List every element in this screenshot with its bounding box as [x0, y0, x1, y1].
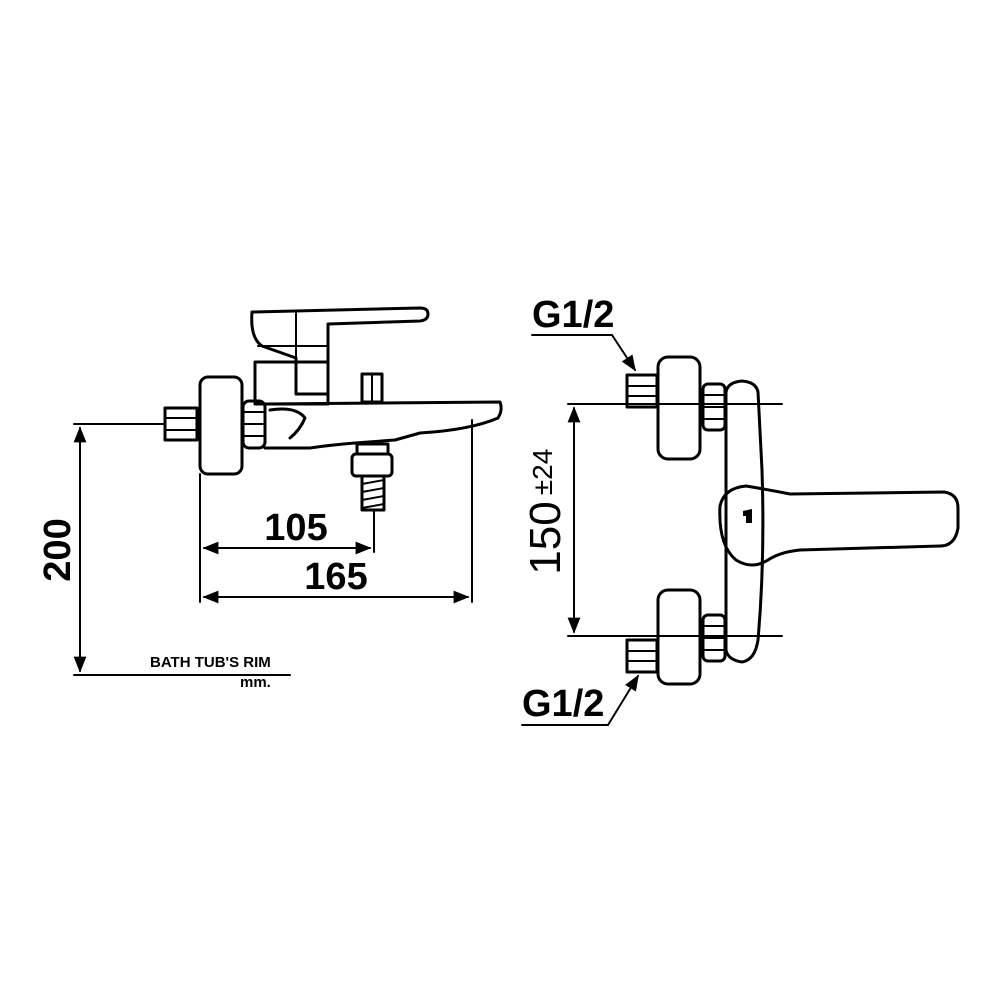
thread-lines — [361, 479, 385, 509]
thread-callout-top: G1/2 — [531, 294, 636, 372]
thread-callout-bottom: G1/2 — [521, 674, 639, 726]
top-flange — [656, 355, 702, 461]
dim-tolerance-label: ±24 — [527, 449, 558, 496]
dim-150-label: 150 — [521, 501, 570, 574]
thread-bottom-label: G1/2 — [522, 683, 604, 725]
wall-flange — [198, 375, 244, 476]
dimension-105: 105 — [199, 473, 375, 603]
dimension-150: 150 ±24 — [521, 403, 783, 637]
dimension-200: 200 — [37, 423, 291, 676]
leader-arrow — [607, 674, 639, 726]
top-inlet-nut — [625, 373, 659, 409]
lever-logo-icon — [743, 509, 752, 523]
body-contour — [268, 407, 307, 440]
unit-label: mm. — [240, 674, 271, 691]
side-view — [163, 306, 503, 512]
mixer-body-front — [724, 379, 765, 664]
mixer-body-spout — [263, 400, 503, 450]
thread-top-label: G1/2 — [532, 294, 614, 336]
shower-outlet-thread — [360, 474, 386, 512]
cartridge-body — [253, 360, 330, 406]
lever-handle-front — [718, 484, 960, 567]
dim-200-label: 200 — [37, 518, 79, 581]
inlet-nut — [163, 406, 199, 442]
bottom-inlet-nut — [625, 638, 659, 674]
rim-label: BATH TUB'S RIM — [150, 654, 271, 671]
front-view — [625, 355, 960, 686]
shower-outlet-nut — [350, 452, 394, 478]
dim-165-label: 165 — [304, 556, 367, 598]
lever-handle — [250, 306, 430, 396]
dim-105-label: 105 — [264, 507, 327, 549]
dimension-165: 165 — [202, 419, 473, 604]
leader-arrow — [611, 334, 636, 372]
